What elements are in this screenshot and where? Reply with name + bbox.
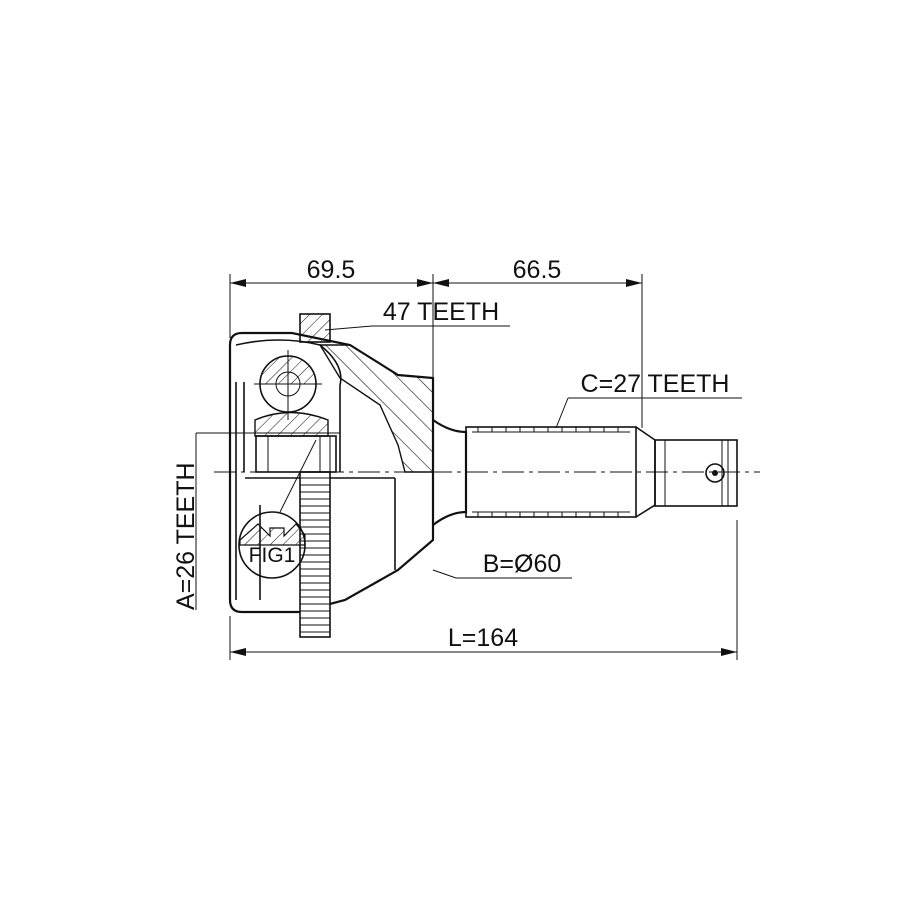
- diameter-leader: [432, 569, 457, 579]
- abs-teeth-label: 47 TEETH: [383, 298, 499, 326]
- dim-total-length-label: L=164: [448, 624, 518, 652]
- ball-cage: [254, 350, 337, 473]
- inner-spline-label: A=26 TEETH: [172, 462, 200, 610]
- outer-spline-leader: [555, 397, 569, 429]
- dim-66-5-label: 66.5: [513, 256, 562, 284]
- abs-leader-line: [324, 325, 373, 331]
- dim-69-5-label: 69.5: [307, 256, 356, 284]
- fig1-callout: [238, 439, 317, 579]
- fig1-label: FIG1: [249, 544, 296, 567]
- dimension-top: [229, 274, 643, 428]
- outer-spline-label: C=27 TEETH: [581, 370, 730, 398]
- stub-shaft: [432, 419, 738, 526]
- diameter-label: B=Ø60: [483, 550, 562, 578]
- abs-ring: [299, 313, 331, 638]
- dimension-bottom: [229, 520, 738, 660]
- outer-bell-housing: [228, 331, 435, 614]
